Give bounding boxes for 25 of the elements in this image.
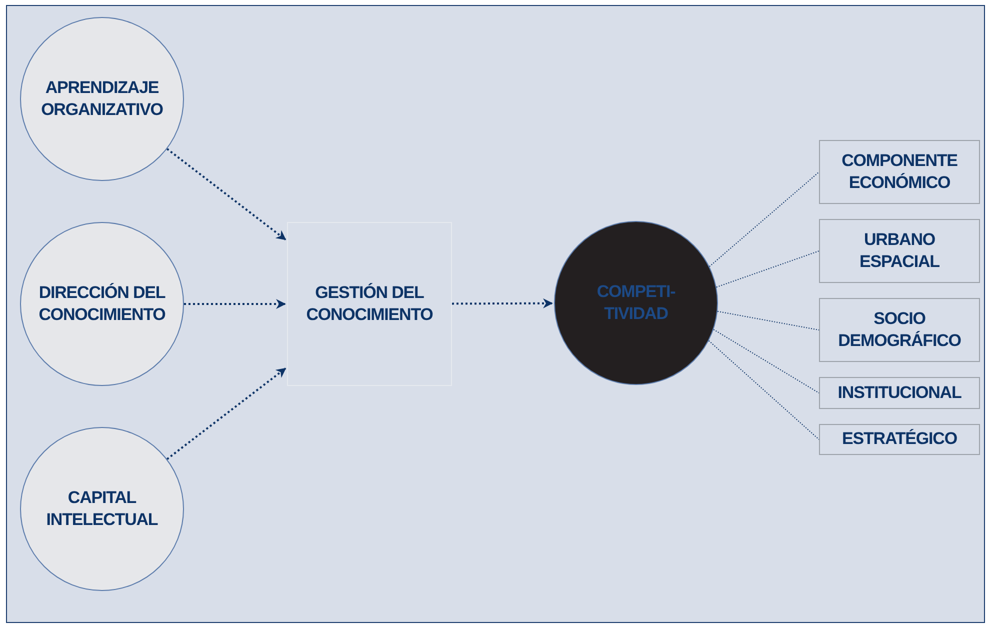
node-label: DIRECCIÓN DEL CONOCIMIENTO	[38, 282, 166, 326]
connector-line	[708, 340, 820, 440]
node-label: COMPETI- TIVIDAD	[596, 280, 676, 325]
component-box	[819, 140, 980, 204]
arrow	[166, 368, 286, 460]
node-label: GESTIÓN DEL CONOCIMIENTO	[305, 282, 434, 326]
node-label: SOCIO DEMOGRÁFICO	[837, 308, 962, 352]
connector-line	[717, 310, 820, 330]
arrow	[184, 299, 286, 309]
node-label: CAPITAL INTELECTUAL	[45, 486, 159, 531]
connector-line	[716, 250, 820, 288]
concept-box	[287, 222, 452, 386]
node-label: COMPONENTE ECONÓMICO	[840, 150, 958, 194]
arrow	[452, 298, 553, 308]
arrow	[166, 148, 286, 240]
node-label: INSTITUCIONAL	[838, 382, 962, 404]
node-label: URBANO ESPACIAL	[858, 228, 940, 273]
node-label: APRENDIZAJE ORGANIZATIVO	[40, 76, 164, 121]
component-box	[819, 424, 980, 455]
connector-line	[713, 329, 820, 394]
component-box	[819, 377, 980, 409]
connector-line	[708, 172, 820, 267]
component-box	[819, 219, 980, 283]
node-label: ESTRATÉGICO	[842, 428, 957, 450]
component-box	[819, 298, 980, 362]
